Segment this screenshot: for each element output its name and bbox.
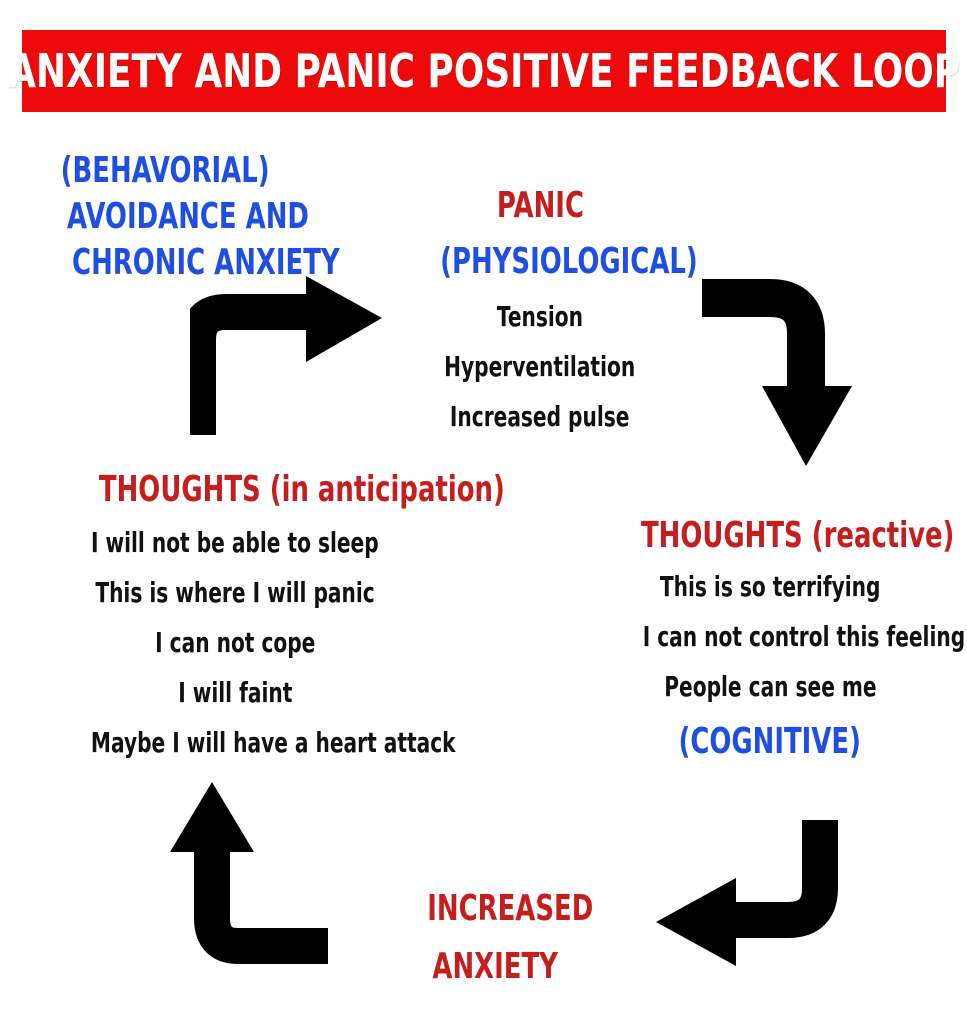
behavioral-label: (BEHAVORIAL)	[60, 150, 270, 191]
anticipation-item: I will not be able to sleep	[91, 526, 379, 559]
reactive-item: People can see me	[663, 670, 877, 703]
behavioral-line-2: CHRONIC ANXIETY	[72, 242, 340, 283]
symptom-1: Tension	[496, 300, 584, 333]
increased-anxiety-node: INCREASED ANXIETY	[395, 880, 595, 996]
behavioral-node: (BEHAVORIAL) AVOIDANCE AND CHRONIC ANXIE…	[20, 148, 340, 286]
reactive-item: I can not control this feeling	[642, 620, 966, 653]
bent-arrow-right-icon	[190, 276, 382, 435]
bent-arrow-left-icon	[656, 820, 838, 966]
anticipation-item: I can not cope	[154, 626, 316, 659]
anticipation-heading: THOUGHTS (in anticipation)	[98, 469, 505, 510]
panic-node: PANIC (PHYSIOLOGICAL) Tension Hyperventi…	[390, 180, 698, 442]
increased-line-2: ANXIETY	[432, 946, 558, 987]
cognitive-label: (COGNITIVE)	[678, 721, 862, 762]
panic-label: (PHYSIOLOGICAL)	[440, 241, 698, 282]
bent-arrow-up-icon	[170, 782, 328, 964]
reactive-heading: THOUGHTS (reactive)	[640, 515, 955, 556]
anticipation-item: I will faint	[177, 676, 293, 709]
anticipation-node: THOUGHTS (in anticipation) I will not be…	[20, 462, 505, 768]
reactive-item: This is so terrifying	[659, 570, 881, 603]
title-banner: ANXIETY AND PANIC POSITIVE FEEDBACK LOOP	[8, 30, 960, 112]
anticipation-item: This is where I will panic	[95, 576, 375, 609]
behavioral-line-1: AVOIDANCE AND	[67, 196, 309, 237]
panic-heading: PANIC	[496, 185, 584, 226]
reactive-node: THOUGHTS (reactive) This is so terrifyin…	[580, 510, 965, 772]
anticipation-item: Maybe I will have a heart attack	[90, 726, 456, 759]
bent-arrow-down-icon	[702, 279, 852, 466]
symptom-3: Increased pulse	[450, 400, 630, 433]
increased-line-1: INCREASED	[427, 888, 594, 929]
page-title: ANXIETY AND PANIC POSITIVE FEEDBACK LOOP	[8, 44, 960, 98]
symptom-2: Hyperventilation	[444, 350, 636, 383]
